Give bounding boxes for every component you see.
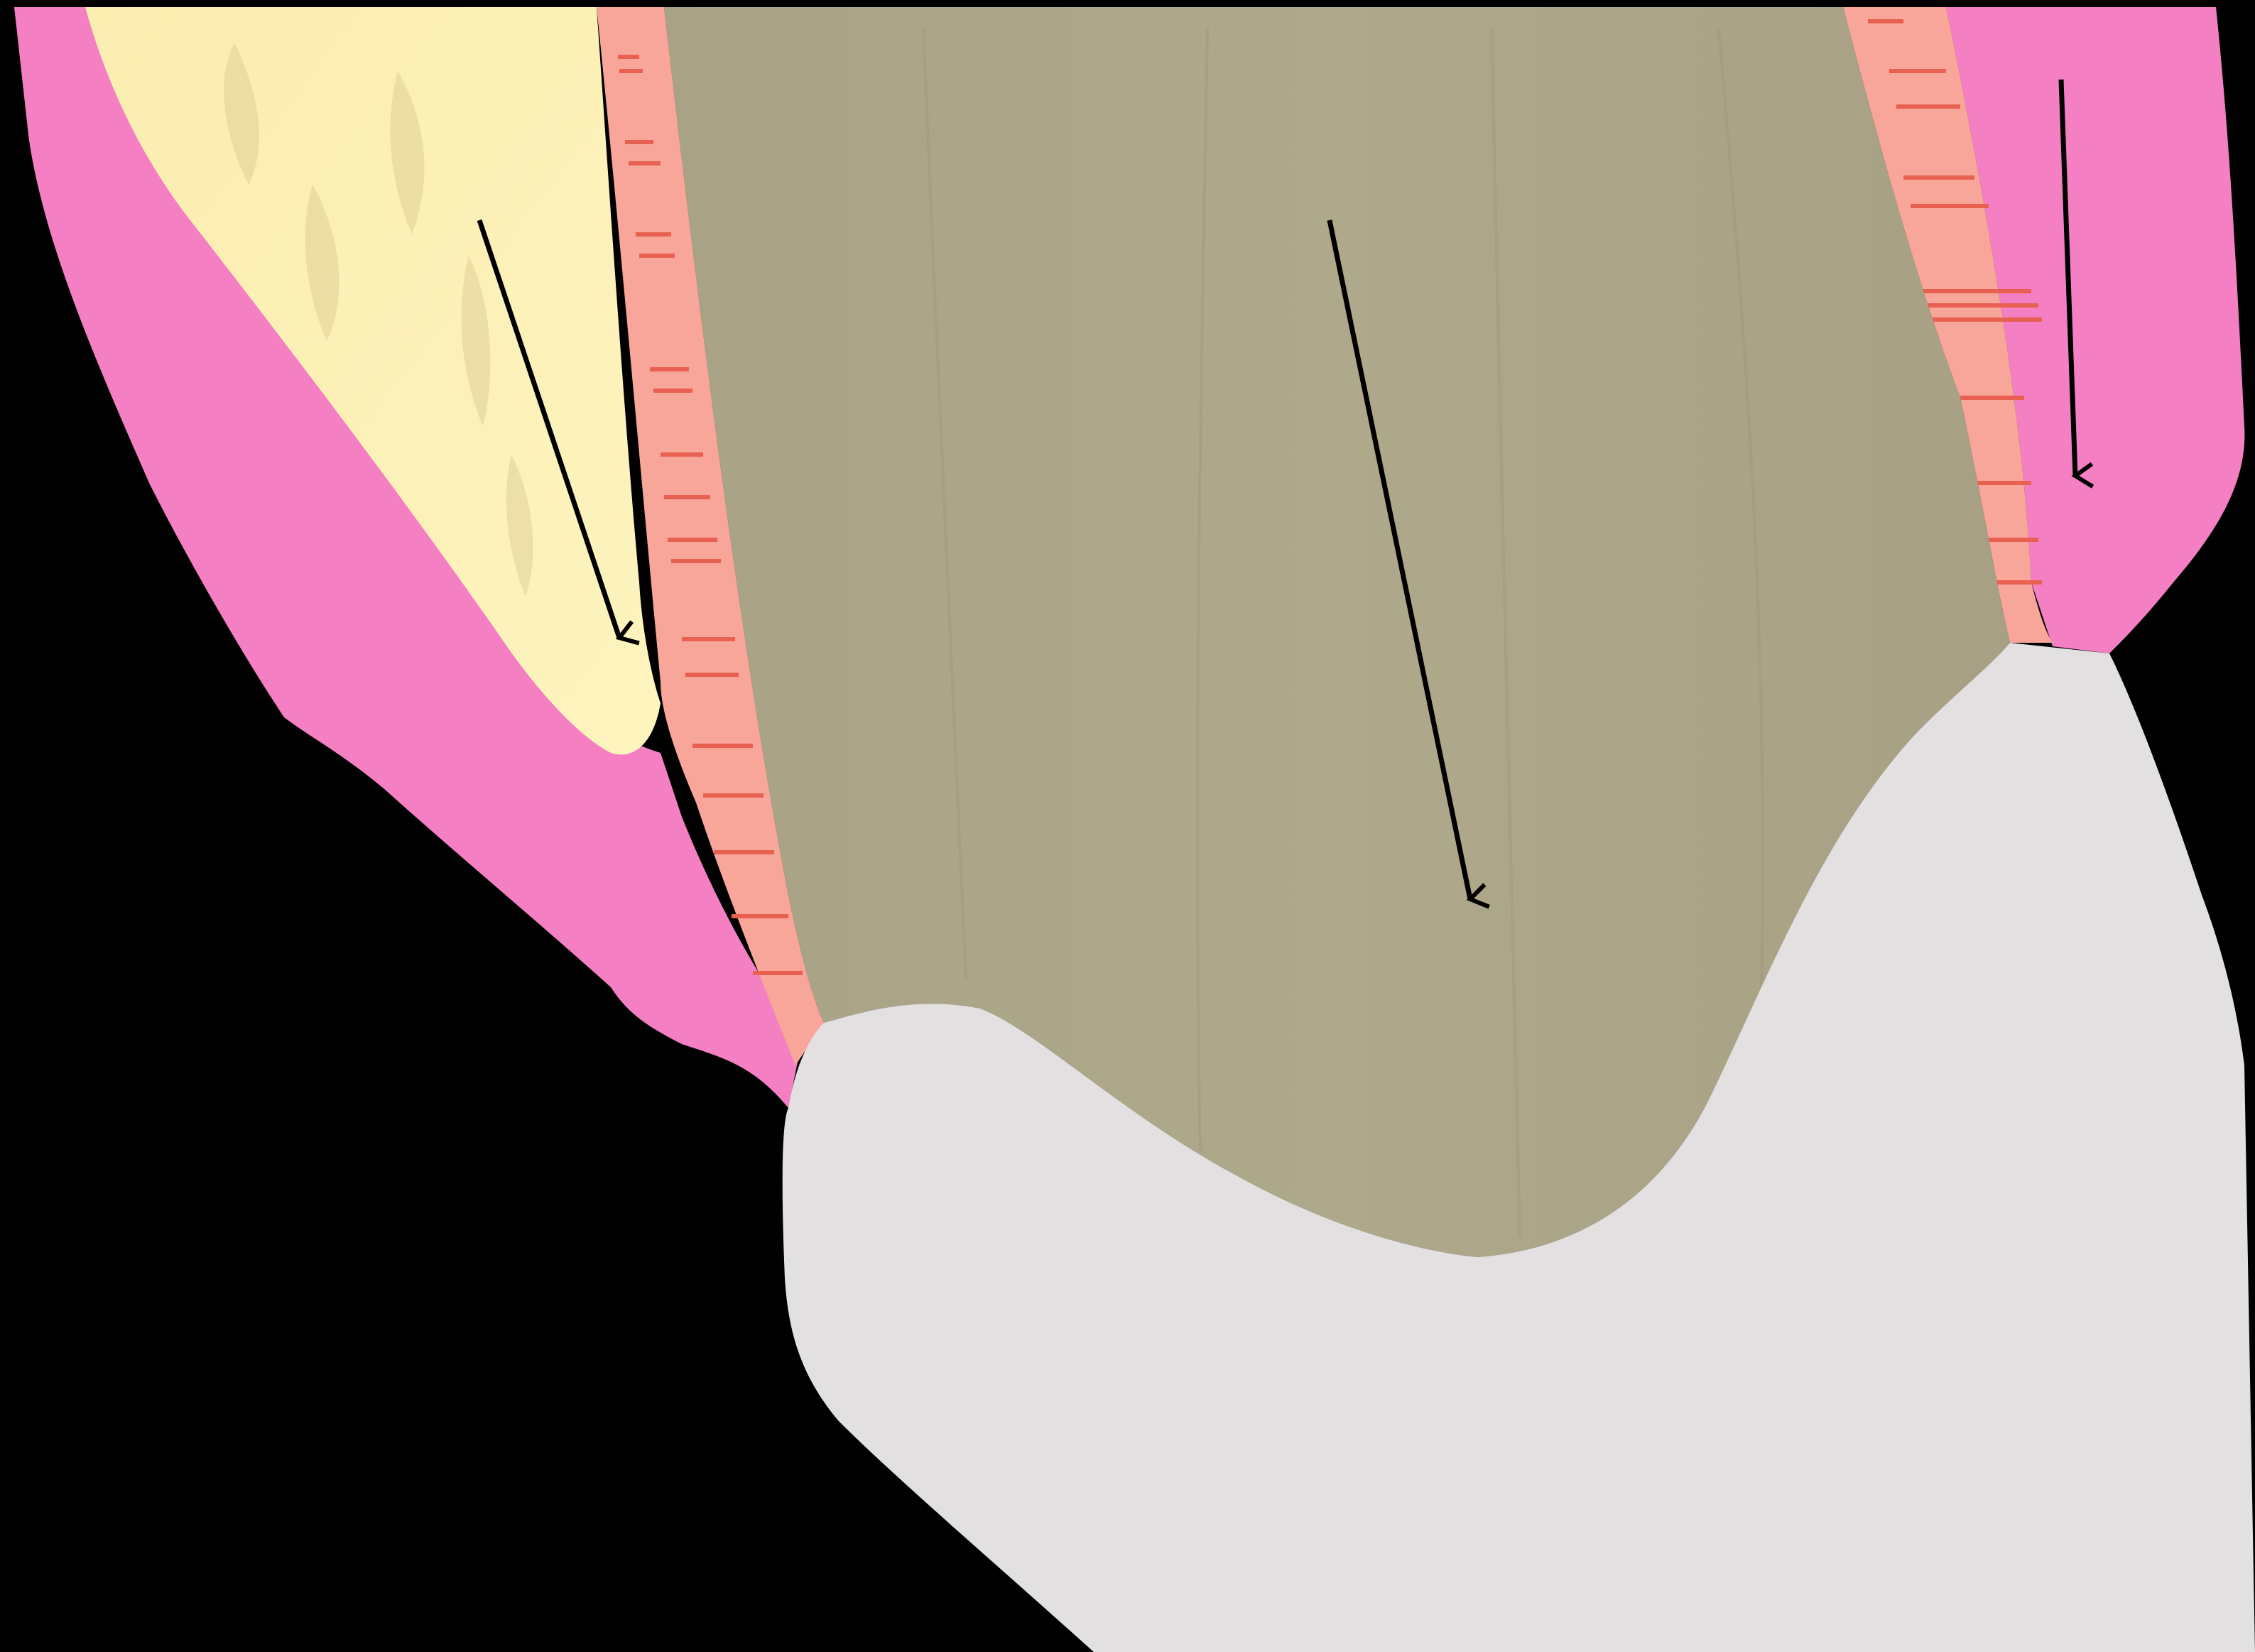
tooth-cross-section-diagram — [0, 0, 2255, 1652]
